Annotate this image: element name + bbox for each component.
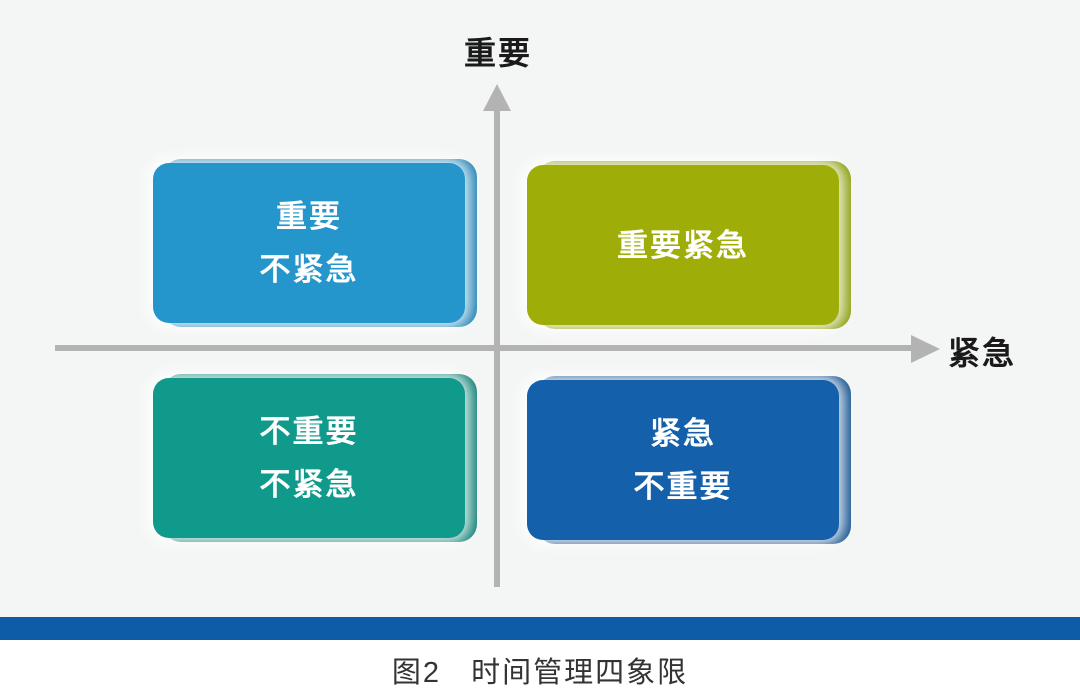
quadrant-important-urgent: 重要紧急 (527, 161, 851, 329)
quadrant-label-line1: 重要紧急 (617, 227, 749, 263)
x-axis-line (55, 345, 915, 351)
quadrant-label-line1: 紧急 (650, 416, 716, 451)
quadrant-face: 重要 不紧急 (153, 163, 465, 323)
quadrant-face: 不重要 不紧急 (153, 378, 465, 538)
quadrant-not-important-not-urgent: 不重要 不紧急 (153, 374, 477, 542)
x-axis-arrowhead-icon (911, 335, 940, 363)
quadrant-important-not-urgent: 重要 不紧急 (153, 159, 477, 327)
quadrant-label-line2: 不重要 (633, 469, 733, 504)
quadrant-label-line2: 不紧急 (259, 252, 359, 287)
figure-number: 图2 (391, 656, 442, 689)
quadrant-label-line1: 重要 (276, 199, 342, 234)
caption-area: 图2 时间管理四象限 (0, 640, 1080, 699)
quadrant-face: 紧急 不重要 (527, 380, 839, 540)
quadrant-face: 重要紧急 (527, 165, 839, 325)
figure-caption: 图2 时间管理四象限 (392, 649, 688, 691)
y-axis-label: 重要 (464, 35, 533, 71)
x-axis-label: 紧急 (948, 335, 1017, 371)
y-axis-arrowhead-icon (483, 84, 511, 111)
quadrant-label-line1: 不重要 (259, 414, 359, 449)
quadrant-label-line2: 不紧急 (259, 467, 359, 502)
divider-bar (0, 617, 1080, 640)
quadrant-urgent-not-important: 紧急 不重要 (527, 376, 851, 544)
figure-title: 时间管理四象限 (471, 656, 689, 689)
